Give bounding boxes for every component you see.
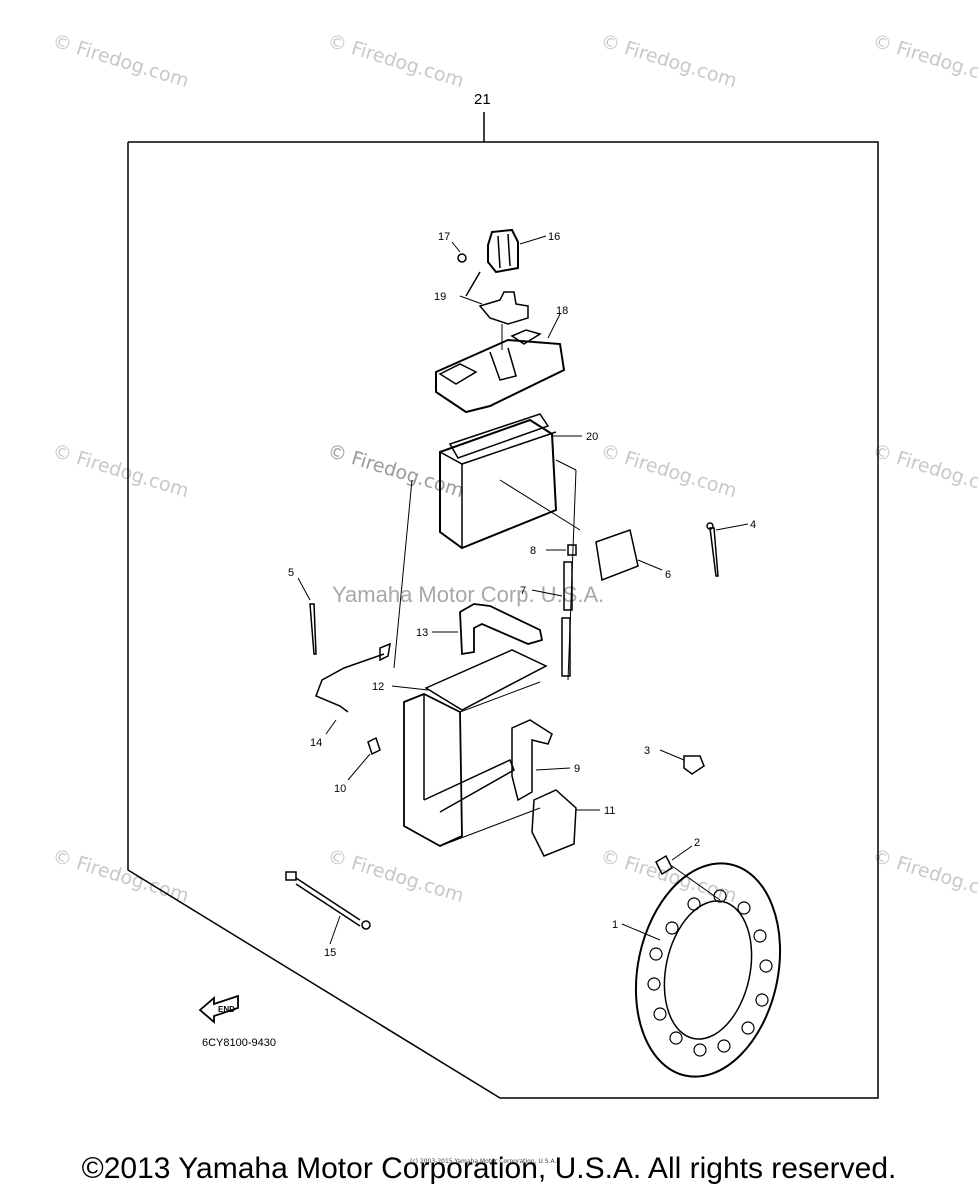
callout-6: 6 <box>665 569 671 581</box>
bracket-13 <box>432 603 544 656</box>
small-print: (c) 2003-2015 Yamaha Motor Corporation, … <box>410 1158 557 1165</box>
battery-box <box>403 681 541 848</box>
battery-cover-18 <box>435 313 566 414</box>
callout-10: 10 <box>334 783 346 795</box>
plate-19 <box>459 291 529 325</box>
callout-5: 5 <box>288 567 294 579</box>
watermark-yamaha: Yamaha Motor Corp. U.S.A. <box>332 582 605 607</box>
cable-14 <box>315 642 391 735</box>
callout-21: 21 <box>474 91 491 108</box>
callout-9: 9 <box>574 763 580 775</box>
battery-clip-16 <box>465 228 547 297</box>
plate-11 <box>531 789 600 857</box>
pad-6 <box>595 529 663 582</box>
callout-20: 20 <box>586 431 598 443</box>
bolt-7 <box>531 561 573 677</box>
sheet-12 <box>391 649 548 711</box>
callout-2: 2 <box>694 837 700 849</box>
callout-3: 3 <box>644 745 650 757</box>
callout-15: 15 <box>324 947 336 959</box>
bolt-2 <box>655 845 721 901</box>
part-code: 6CY8100-9430 <box>202 1037 276 1049</box>
bracket-9 <box>511 719 571 802</box>
callout-17: 17 <box>438 231 450 243</box>
bolt-10 <box>347 736 381 781</box>
cable-15 <box>285 871 371 945</box>
nut-8 <box>546 544 577 556</box>
callout-1: 1 <box>612 919 618 931</box>
battery-20 <box>439 413 582 550</box>
callout-12: 12 <box>372 681 384 693</box>
disc-1 <box>621 862 782 1078</box>
rod-4 <box>706 522 749 577</box>
callout-19: 19 <box>434 291 446 303</box>
callout-14: 14 <box>310 737 322 749</box>
callout-13: 13 <box>416 627 428 639</box>
callout-18: 18 <box>556 305 568 317</box>
callout-16: 16 <box>548 231 560 243</box>
end-arrow-icon <box>198 994 239 1024</box>
frame-border <box>127 141 879 1099</box>
copyright-footer: ©2013 Yamaha Motor Corporation, U.S.A. A… <box>81 1152 897 1185</box>
bolt-17 <box>451 241 467 263</box>
clip-3 <box>659 749 705 775</box>
end-label: END <box>218 1005 235 1014</box>
callout-7: 7 <box>520 585 526 597</box>
callout-4: 4 <box>750 519 756 531</box>
callout-11: 11 <box>604 805 615 817</box>
rod-5 <box>297 577 317 655</box>
callout-8: 8 <box>530 545 536 557</box>
